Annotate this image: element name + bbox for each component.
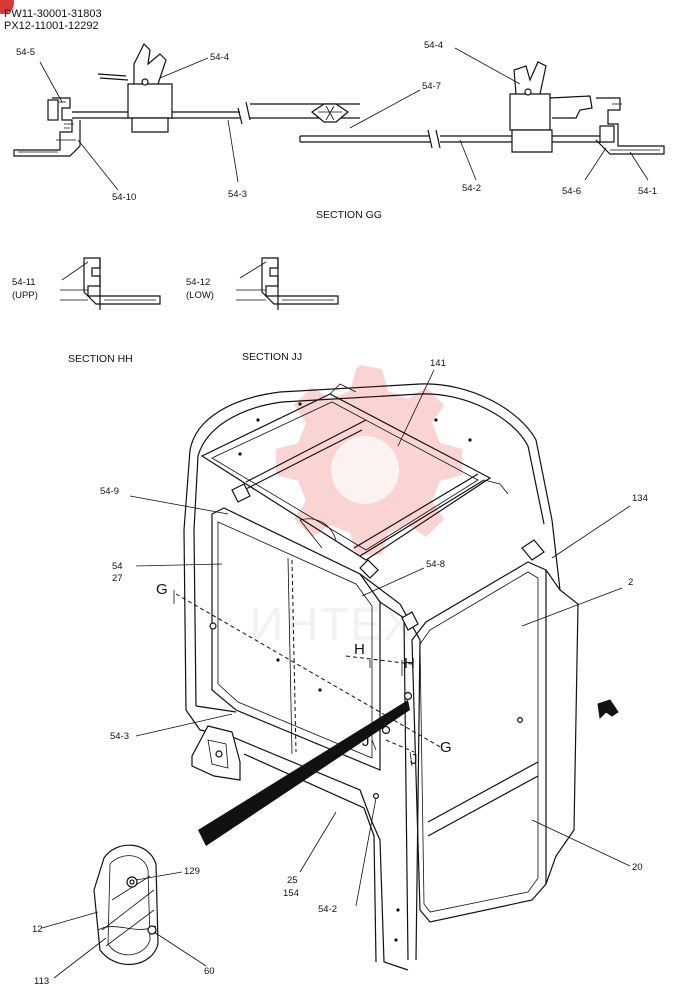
section-gg-drawing [13,42,665,157]
callout-60: 60 [204,966,215,977]
corner-badge [0,0,14,14]
section-hh-title: SECTION HH [68,353,133,365]
section-mark-h-right: H [404,655,415,672]
cab-leaders [129,369,631,907]
watermark: ИНТЕХ [250,365,462,650]
mirror-assembly [93,844,159,965]
section-mark-g-right: G [440,739,452,756]
callout-54-2-bottom: 54-2 [318,904,337,915]
serial-range-1: PW11-30001-31803 [4,8,102,20]
callout-12: 12 [32,924,43,935]
callout-2: 2 [628,577,633,588]
callout-54-1: 54-1 [638,186,657,197]
callout-54-12-note: (LOW) [186,290,214,301]
callout-154: 154 [283,888,299,899]
section-gg-labels: 54-5 54-4 54-10 54-3 54-7 54-4 54-2 54-6… [16,40,657,221]
callout-54-3-bottom: 54-3 [110,731,129,742]
callout-54: 54 [112,561,123,572]
callout-54-3-top: 54-3 [228,189,247,200]
section-hh-jj-labels: 54-11 (UPP) 54-12 (LOW) SECTION HH SECTI… [12,277,302,365]
callout-20: 20 [632,862,643,873]
section-mark-j-right: J [410,751,418,768]
section-jj-title: SECTION JJ [242,351,302,363]
callout-134: 134 [632,493,648,504]
section-cut-lines [173,590,443,767]
callout-54-5: 54-5 [16,47,35,58]
serial-range-2: PX12-11001-12292 [4,20,99,32]
callout-141: 141 [430,358,446,369]
callout-54-2-top: 54-2 [462,183,481,194]
cab-labels: 141 134 54-9 54 27 54-8 2 54-3 25 154 54… [32,358,648,987]
section-gg-title: SECTION GG [316,209,382,221]
direction-arrow-icon [597,699,619,720]
callout-25: 25 [287,875,298,886]
callout-54-10: 54-10 [112,192,136,203]
callout-129: 129 [184,866,200,877]
callout-54-8: 54-8 [426,559,445,570]
section-mark-j-left: J [362,733,370,750]
callout-54-11-note: (UPP) [12,290,38,301]
section-marks: G G H H J J [156,581,452,768]
callout-54-12: 54-12 [186,277,210,288]
cab-body [183,383,579,971]
watermark-gear-icon [276,365,462,555]
view-arrow-icon [198,700,410,846]
callout-113: 113 [34,976,49,987]
section-jj-profile [236,257,339,310]
callout-54-9: 54-9 [100,486,119,497]
callout-54-6: 54-6 [562,186,581,197]
section-gg-leaders [39,47,649,191]
callout-54-11: 54-11 [12,277,36,288]
callout-54-4-left: 54-4 [210,52,229,63]
callout-54-7: 54-7 [422,81,441,92]
watermark-text: ИНТЕХ [250,598,416,650]
section-hh-profile [60,257,161,310]
section-mark-h-left: H [354,641,365,658]
callout-54-4-right: 54-4 [424,40,443,51]
mirror-leaders [41,871,207,979]
callout-27: 27 [112,573,123,584]
section-mark-g-left: G [156,581,168,598]
